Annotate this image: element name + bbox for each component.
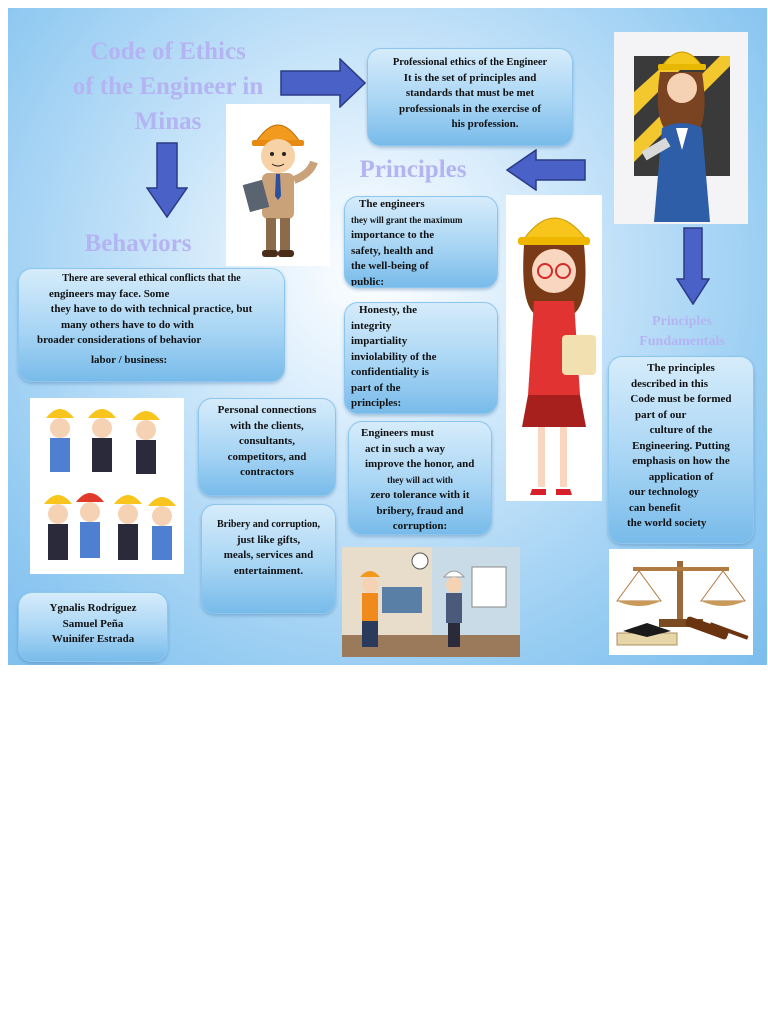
personal-connections-line: consultants, bbox=[239, 435, 295, 447]
author-name: Ygnalis Rodríguez bbox=[49, 602, 137, 614]
author-name: Samuel Peña bbox=[62, 617, 124, 630]
definition-box: Professional ethics of the Engineer It i… bbox=[367, 48, 573, 146]
principle-line: Honesty, the bbox=[359, 304, 418, 316]
fundamentals-line: Code must be formed bbox=[630, 393, 732, 405]
arrow-right-icon bbox=[280, 58, 366, 108]
bribery-line: entertainment. bbox=[233, 564, 304, 577]
principle-line: integrity bbox=[351, 319, 392, 332]
fundamentals-heading-line-1: Principles bbox=[652, 314, 712, 329]
principle-line: public: bbox=[351, 275, 385, 288]
principle-line: improve the honor, and bbox=[365, 458, 475, 470]
fundamentals-line: our technology bbox=[629, 486, 699, 498]
bribery-box: Bribery and corruption, just like gifts,… bbox=[201, 504, 336, 614]
personal-connections-line: competitors, and bbox=[227, 450, 307, 463]
behaviors-line: many others have to do with bbox=[61, 318, 194, 331]
fundamentals-line: culture of the bbox=[649, 424, 713, 436]
principle-line: bribery, fraud and bbox=[376, 504, 464, 517]
bribery-line: meals, services and bbox=[223, 549, 314, 561]
definition-line: standards that must be met bbox=[405, 87, 535, 99]
fundamentals-heading-line-2: Fundamentals bbox=[639, 334, 725, 349]
personal-connections-box: Personal connections with the clients, c… bbox=[198, 398, 336, 496]
fundamentals-line: application of bbox=[648, 470, 714, 483]
fundamentals-line: Engineering. Putting bbox=[632, 439, 730, 452]
female-engineer-illustration bbox=[614, 32, 748, 224]
behaviors-line: There are several ethical conflicts that… bbox=[62, 273, 241, 284]
principle-line: zero tolerance with it bbox=[370, 489, 470, 501]
principle-line: impartiality bbox=[351, 335, 408, 347]
office-engineers-illustration bbox=[342, 547, 520, 657]
scales-of-justice-illustration bbox=[609, 549, 753, 655]
title-line-2: of the Engineer in bbox=[72, 73, 264, 100]
fundamentals-line: the world society bbox=[627, 517, 707, 529]
behaviors-line: they have to do with technical practice,… bbox=[50, 303, 253, 315]
principle-line: corruption: bbox=[392, 520, 448, 532]
arrow-down-icon bbox=[146, 142, 188, 218]
behaviors-heading: Behaviors bbox=[84, 230, 192, 257]
definition-line: Professional ethics of the Engineer bbox=[392, 57, 548, 68]
poster-background: Code of Ethics of the Engineer in Minas … bbox=[8, 8, 767, 665]
principle-line: act in such a way bbox=[365, 442, 446, 455]
behaviors-line: engineers may face. Some bbox=[49, 287, 170, 300]
principle-line: safety, health and bbox=[351, 244, 434, 257]
principle-line: they will grant the maximum bbox=[351, 214, 463, 225]
principle-safety-box: The engineers they will grant the maximu… bbox=[344, 196, 498, 288]
poster-title: Code of Ethics of the Engineer in Minas bbox=[48, 34, 288, 139]
author-name: Wuinifer Estrada bbox=[51, 633, 135, 645]
girl-engineer-illustration bbox=[506, 195, 602, 501]
engineer-man-illustration bbox=[226, 104, 330, 266]
principle-line: confidentiality is bbox=[351, 366, 429, 378]
fundamentals-line: described in this bbox=[631, 377, 709, 390]
principle-honor-box: Engineers must act in such a way improve… bbox=[348, 421, 492, 535]
principle-honesty-box: Honesty, the integrity impartiality invi… bbox=[344, 302, 498, 414]
authors-box: Ygnalis Rodríguez Samuel Peña Wuinifer E… bbox=[18, 592, 168, 662]
fundamentals-line: The principles bbox=[647, 362, 715, 374]
definition-line: professionals in the exercise of bbox=[399, 102, 541, 115]
bribery-line: Bribery and corruption, bbox=[216, 519, 321, 530]
personal-connections-line: with the clients, bbox=[230, 419, 304, 432]
fundamentals-box: The principles described in this Code mu… bbox=[608, 356, 754, 544]
arrow-down-icon bbox=[676, 227, 710, 305]
definition-line: his profession. bbox=[451, 118, 519, 130]
principle-line: Engineers must bbox=[361, 427, 435, 439]
principles-heading: Principles bbox=[359, 156, 467, 183]
fundamentals-line: emphasis on how the bbox=[632, 455, 730, 467]
principle-line: they will act with bbox=[387, 474, 453, 485]
behaviors-line: broader considerations of behavior bbox=[37, 334, 202, 346]
principle-line: part of the bbox=[351, 381, 401, 394]
arrow-left-icon bbox=[506, 149, 586, 191]
principle-line: The engineers bbox=[359, 198, 425, 210]
principles-fundamentals-heading: Principles Fundamentals bbox=[622, 312, 742, 352]
principle-line: inviolability of the bbox=[351, 350, 437, 363]
behaviors-box: There are several ethical conflicts that… bbox=[18, 268, 285, 382]
principle-line: principles: bbox=[351, 397, 402, 409]
fundamentals-line: part of our bbox=[635, 408, 687, 421]
personal-connections-line: Personal connections bbox=[217, 404, 317, 416]
behaviors-line: labor / business: bbox=[91, 353, 168, 366]
engineers-group-illustration bbox=[30, 398, 184, 574]
principle-line: importance to the bbox=[351, 229, 435, 241]
principle-line: the well-being of bbox=[351, 260, 429, 272]
bribery-line: just like gifts, bbox=[236, 533, 301, 546]
definition-line: It is the set of principles and bbox=[403, 71, 537, 84]
fundamentals-line: can benefit bbox=[629, 501, 681, 514]
title-line-1: Code of Ethics bbox=[90, 38, 246, 65]
title-line-3: Minas bbox=[134, 108, 202, 135]
personal-connections-line: contractors bbox=[240, 466, 294, 478]
